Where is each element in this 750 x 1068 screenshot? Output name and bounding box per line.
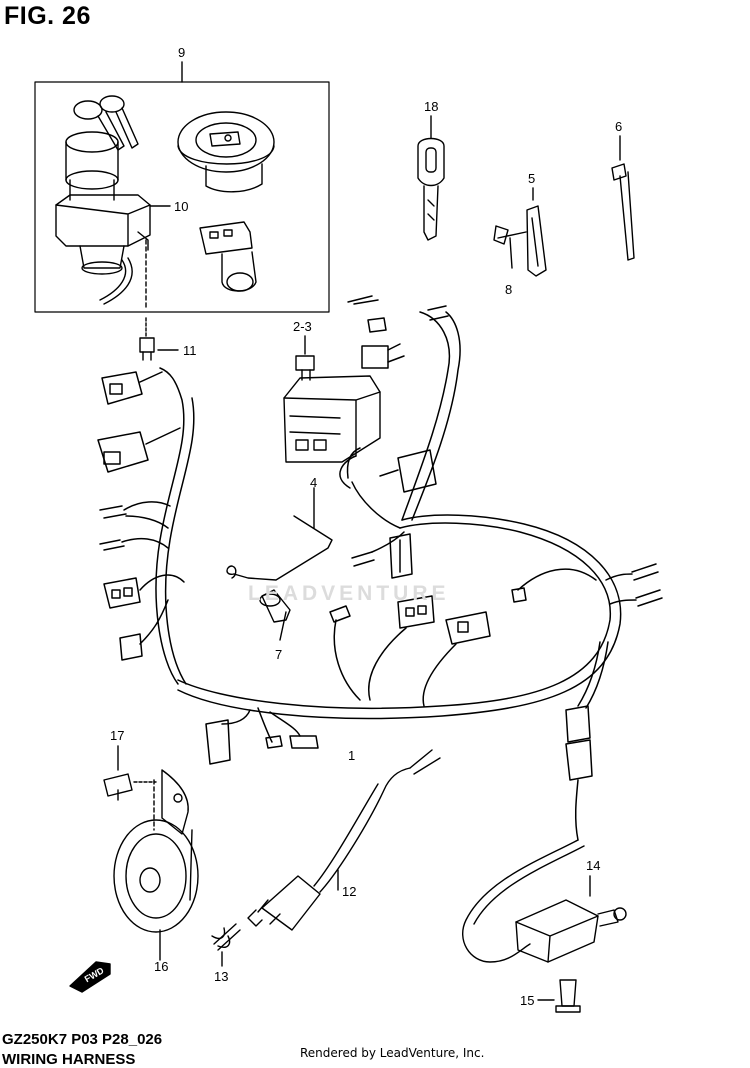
lock-set-drawing xyxy=(199,221,257,292)
callout-2-3: 2-3 xyxy=(293,319,312,334)
callout-5: 5 xyxy=(528,171,535,186)
band-6-drawing xyxy=(611,135,635,261)
wire-bracket-4-drawing xyxy=(226,487,333,581)
main-wiring-harness-drawing xyxy=(97,295,663,841)
model-code: GZ250K7 P03 P28_026 xyxy=(2,1031,163,1048)
callout-10: 10 xyxy=(174,199,188,214)
rear-brake-switch-12-drawing xyxy=(211,749,441,967)
callout-13: 13 xyxy=(214,969,228,984)
horn-16-drawing xyxy=(103,745,199,961)
ignition-switch-set-frame xyxy=(34,61,330,313)
fuse-box-drawing xyxy=(283,335,381,463)
rendered-by-credit: Rendered by LeadVenture, Inc. xyxy=(300,1046,485,1060)
callout-1: 1 xyxy=(348,748,355,763)
callout-18: 18 xyxy=(424,99,438,114)
watermark: LEADVENTURE xyxy=(248,582,450,605)
side-stand-switch-14-drawing xyxy=(461,839,627,1013)
section-title: WIRING HARNESS xyxy=(2,1051,136,1068)
callout-15: 15 xyxy=(520,993,534,1008)
bolt-11-drawing xyxy=(139,317,179,361)
screw-7-drawing xyxy=(259,589,291,641)
key-18-drawing xyxy=(417,115,445,241)
callout-17: 17 xyxy=(110,728,124,743)
callout-labels: 9 10 11 18 6 5 8 2-3 4 7 1 17 12 14 16 1… xyxy=(110,45,622,1008)
callout-4: 4 xyxy=(310,475,317,490)
fuel-cap-drawing xyxy=(177,111,275,193)
front-direction-arrow: FWD xyxy=(69,961,111,993)
callout-12: 12 xyxy=(342,884,356,899)
callout-7: 7 xyxy=(275,647,282,662)
figure-title: FIG. 26 xyxy=(4,2,91,30)
callout-16: 16 xyxy=(154,959,168,974)
callout-6: 6 xyxy=(615,119,622,134)
callout-11: 11 xyxy=(183,343,197,358)
callout-14: 14 xyxy=(586,858,600,873)
ignition-switch-drawing xyxy=(55,95,171,311)
callout-8: 8 xyxy=(505,282,512,297)
callout-9: 9 xyxy=(178,45,185,60)
clamp-5-drawing xyxy=(493,187,547,277)
